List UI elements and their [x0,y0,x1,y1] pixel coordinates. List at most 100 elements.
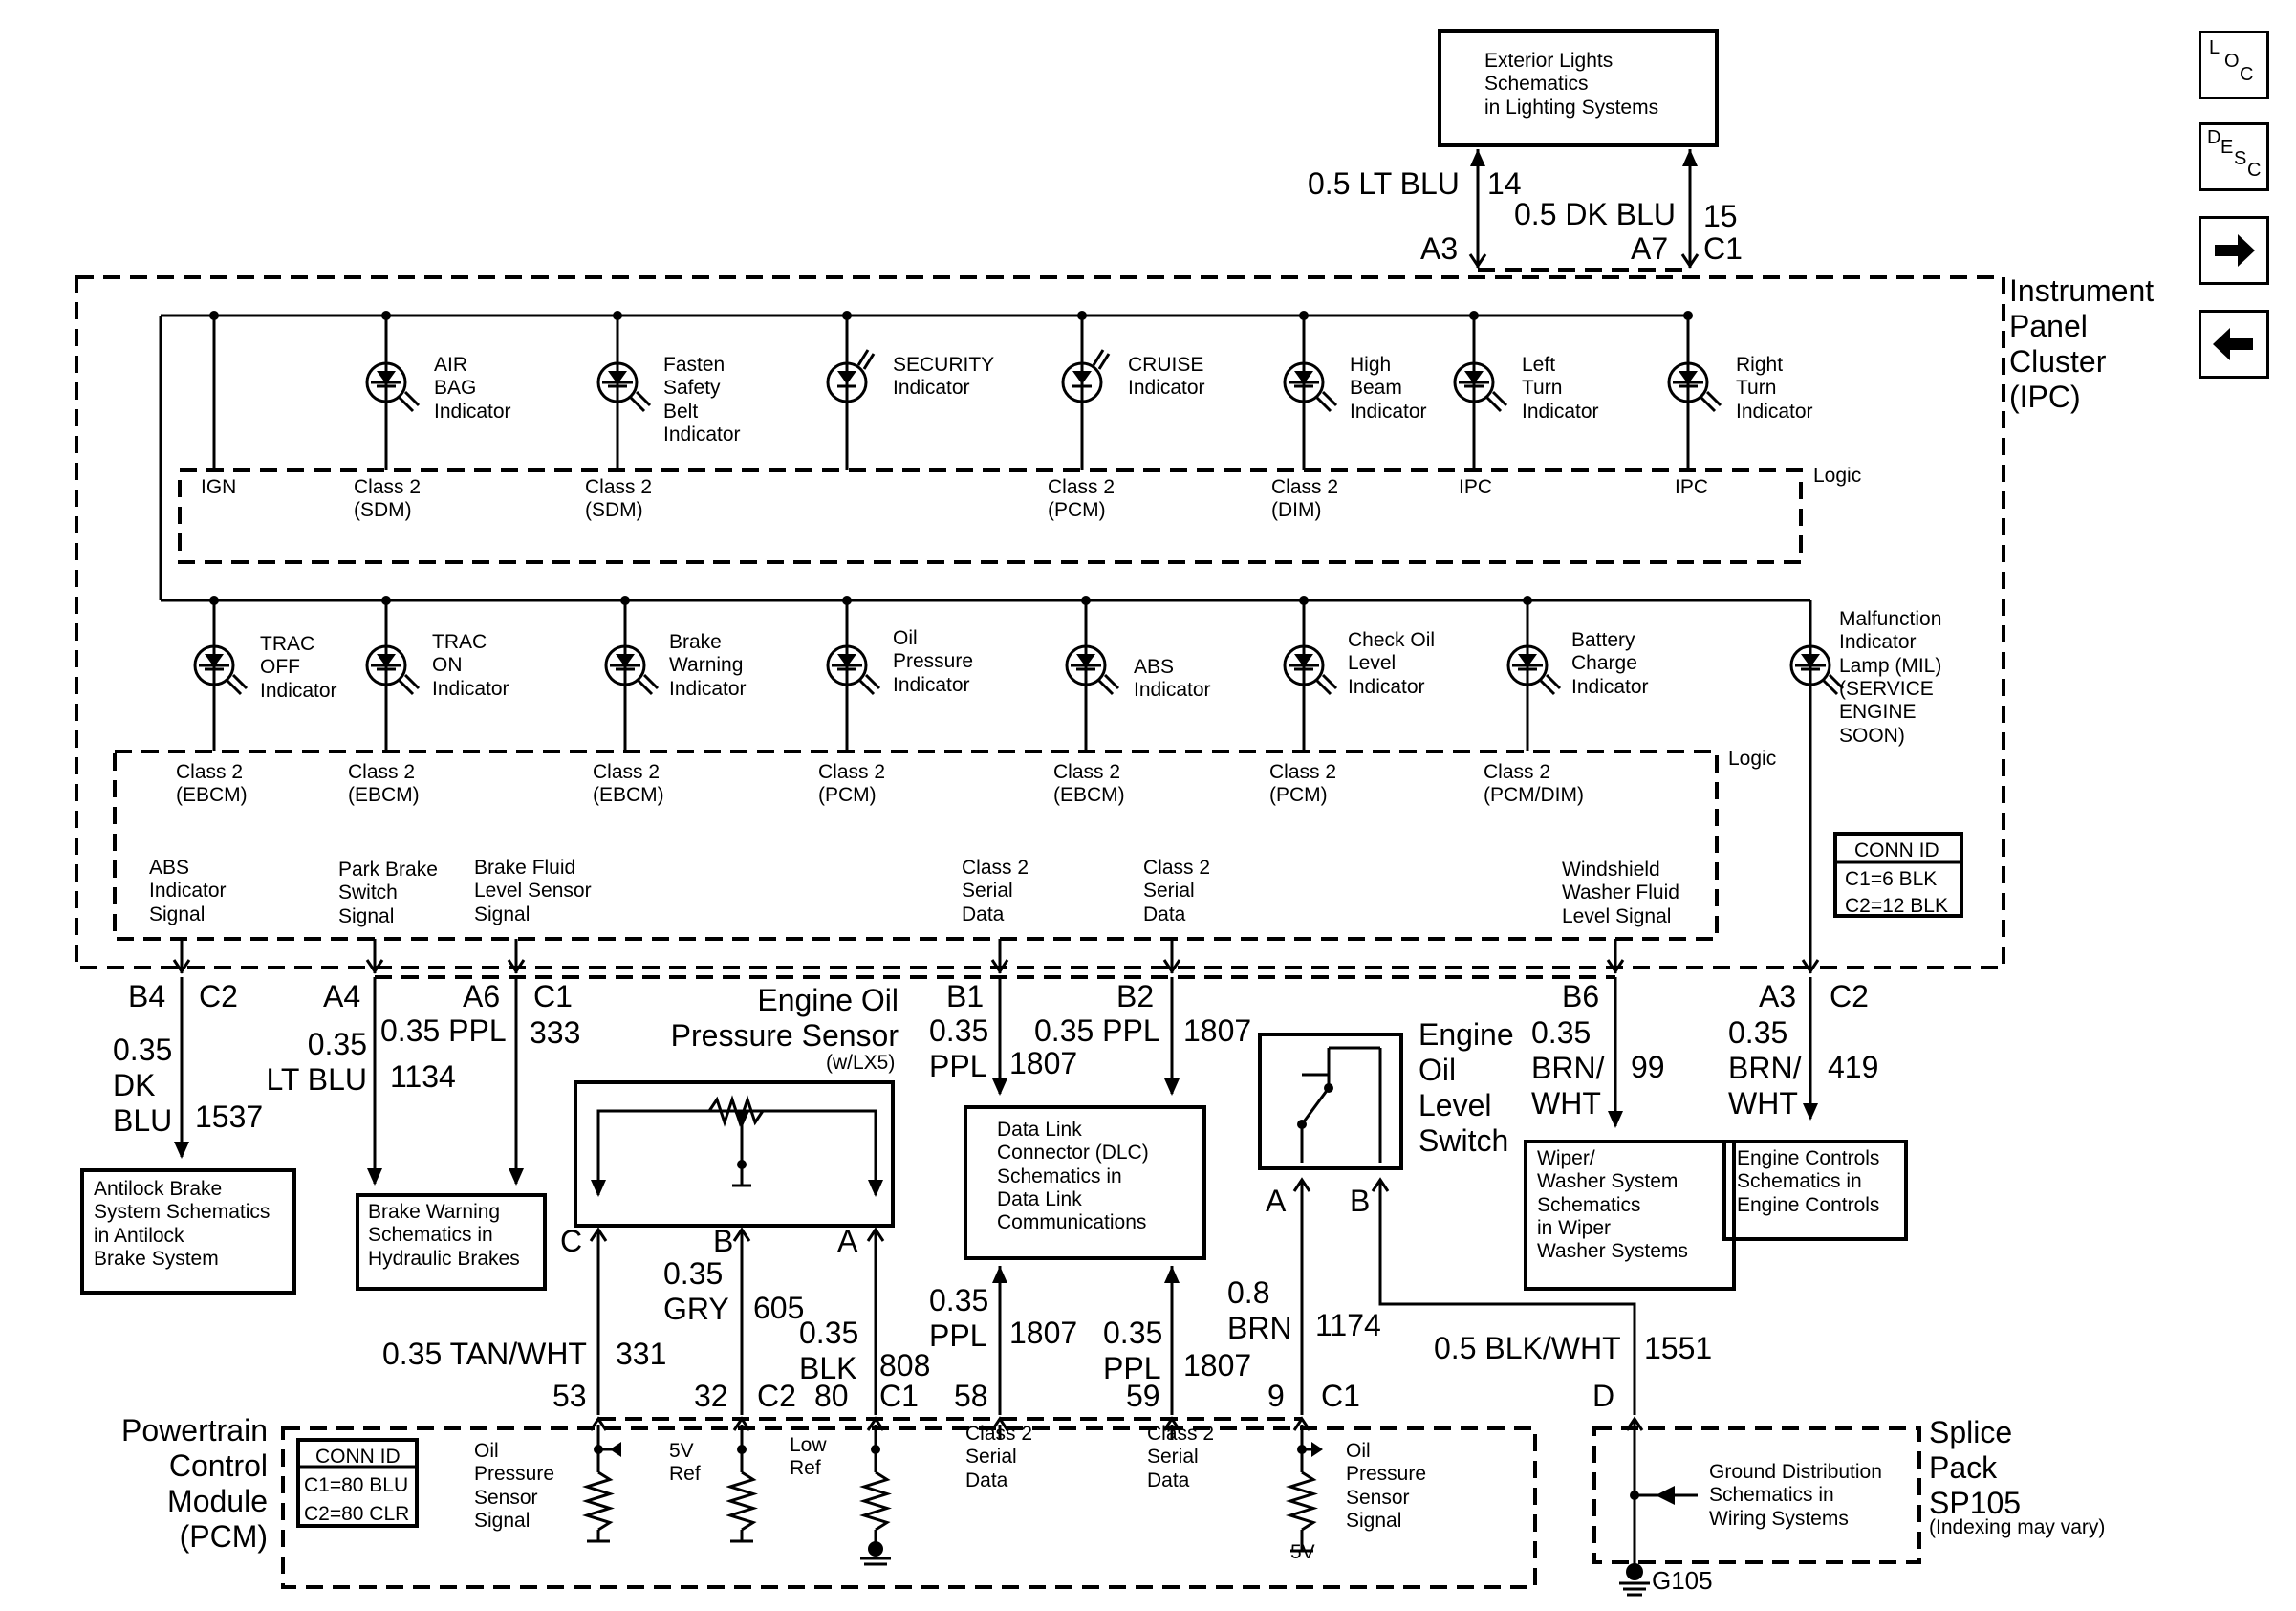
indicator-lamp-icon [1667,361,1709,403]
light-ray-icon [629,396,646,413]
top-logic-class2-sdm-2: Class 2 (SDM) [585,476,653,522]
pcm-5v-ref: 5V Ref [669,1440,701,1486]
indicator-oil-pressure: Oil Pressure Indicator [893,627,974,696]
indicator-lamp-icon [826,644,868,686]
next-page-button[interactable] [2199,216,2269,285]
ipc-pin-a4: A4 [323,979,361,1013]
top-logic-ign: IGN [201,476,237,498]
pcm-pin-53: 53 [552,1379,587,1413]
indicator-lamp-icon [1283,644,1325,686]
splice-dot [381,311,391,320]
light-ray-icon [1485,396,1503,413]
diode-icon [837,371,856,384]
top-logic-class2-sdm-1: Class 2 (SDM) [354,476,422,522]
ground-distribution-label: Ground Distribution Schematics in Wiring… [1709,1461,1882,1530]
wire-b2-1807-color: 0.35 PPL [1034,1013,1160,1048]
indicator-left-turn: Left Turn Indicator [1522,354,1599,423]
signal-park-brake: Park Brake Switch Signal [338,859,438,927]
ipc-connector-icon [365,959,384,974]
light-ray-icon [856,349,870,366]
light-ray-icon [1315,679,1332,696]
bottom-logic-title: Logic [1728,748,1777,770]
indicator-cruise: CRUISE Indicator [1128,354,1205,400]
ipc-boundary [75,275,2005,969]
ipc-pin-b4: B4 [128,979,166,1013]
sensor-arrow [591,1180,606,1197]
light-ray-icon [1097,353,1111,370]
ipc-pin-b4-conn: C2 [199,979,238,1013]
diode-icon [1294,654,1313,667]
light-ray-icon [1491,390,1508,407]
ipc-conn-id-table [1833,832,1963,918]
pcm-pin-80: 80 [814,1379,849,1413]
switch-pin-b: B [1350,1184,1371,1218]
wire-808-color: 0.35 BLK [799,1316,859,1386]
indicator-lamp-icon [365,644,407,686]
wire-14-color: 0.5 LT BLU [1308,166,1460,201]
signal-class2-serial-2: Class 2 Serial Data [1143,857,1211,925]
dlc-box [964,1105,1206,1260]
wire-99-arrow [1608,1111,1623,1128]
pcm-pin-58: 58 [954,1379,988,1413]
description-button[interactable]: D E S C [2199,122,2269,191]
previous-page-button[interactable] [2199,310,2269,379]
light-ray-icon [1103,673,1120,690]
ground-icon [1626,1563,1643,1580]
wire-331-color: 0.35 TAN/WHT [382,1337,587,1371]
pcm-conn-id-table [296,1438,419,1528]
splice-dot [842,596,852,605]
pcm-pin-c2: C2 [757,1379,796,1413]
wire-331-circuit: 331 [616,1337,667,1371]
diode-icon [1679,371,1698,384]
light-ray-icon [858,679,876,696]
top-logic-title: Logic [1813,465,1862,487]
indicator-high-beam: High Beam Indicator [1350,354,1427,423]
bottom-logic-6: Class 2 (PCM) [1269,761,1337,807]
sensor-arrow [868,1180,883,1197]
pcm-conn-id-c1: C1=80 BLU [304,1474,409,1496]
wire-15-arrow [1682,149,1698,166]
engine-controls-box [1722,1140,1908,1241]
light-ray-icon [642,673,660,690]
splice-dot [1469,311,1479,320]
resistor-icon [581,1470,616,1532]
wire-1174-circuit: 1174 [1315,1308,1381,1342]
wire-1807-b2-arrow [1164,1078,1180,1096]
bottom-logic-4: Class 2 (PCM) [818,761,886,807]
sensor-element [596,1109,877,1195]
light-ray-icon [1539,679,1556,696]
wire-14-connector [1468,253,1487,269]
wire-b1-1807-circuit: 1807 [1009,1046,1078,1080]
splice-dot [1324,1083,1333,1093]
sensor-pin-a: A [837,1224,858,1258]
ipc-connector-icon [507,959,526,974]
light-ray-icon [1321,673,1338,690]
diode-icon [616,654,635,667]
pcm-pin-32: 32 [694,1379,728,1413]
location-button[interactable]: L O C [2199,31,2269,99]
bottom-logic-2: Class 2 (EBCM) [348,761,420,807]
ipc-conn-id-title: CONN ID [1854,839,1939,861]
oil-level-switch-title: Engine Oil Level Switch [1419,1017,1514,1159]
wire-58-1807-color: 0.35 PPL [929,1283,989,1354]
ipc-pin-b6: B6 [1562,979,1600,1013]
splice-pin-d: D [1592,1379,1615,1413]
top-logic-ipc-2: IPC [1675,476,1709,498]
wire-419-color: 0.35 BRN/ WHT [1728,1015,1802,1121]
sensor-wiper-arrow [734,1111,749,1128]
oil-pressure-sensor-title: Engine Oil Pressure Sensor [670,983,899,1054]
diode-icon [1801,654,1820,667]
pcm-pin-9: 9 [1267,1379,1285,1413]
wire-14-pin: A3 [1420,231,1459,266]
splice-dot [209,311,219,320]
indicator-lamp-icon [365,361,407,403]
splice-dot [1683,311,1693,320]
wire-99-circuit: 99 [1631,1050,1665,1084]
pcm-pin-59: 59 [1126,1379,1160,1413]
resistor-icon [1285,1470,1319,1532]
signal-brake-fluid: Brake Fluid Level Sensor Signal [474,857,592,925]
dlc-box-label: Data Link Connector (DLC) Schematics in … [997,1119,1149,1234]
light-ray-icon [635,390,652,407]
splice-dot [842,311,852,320]
